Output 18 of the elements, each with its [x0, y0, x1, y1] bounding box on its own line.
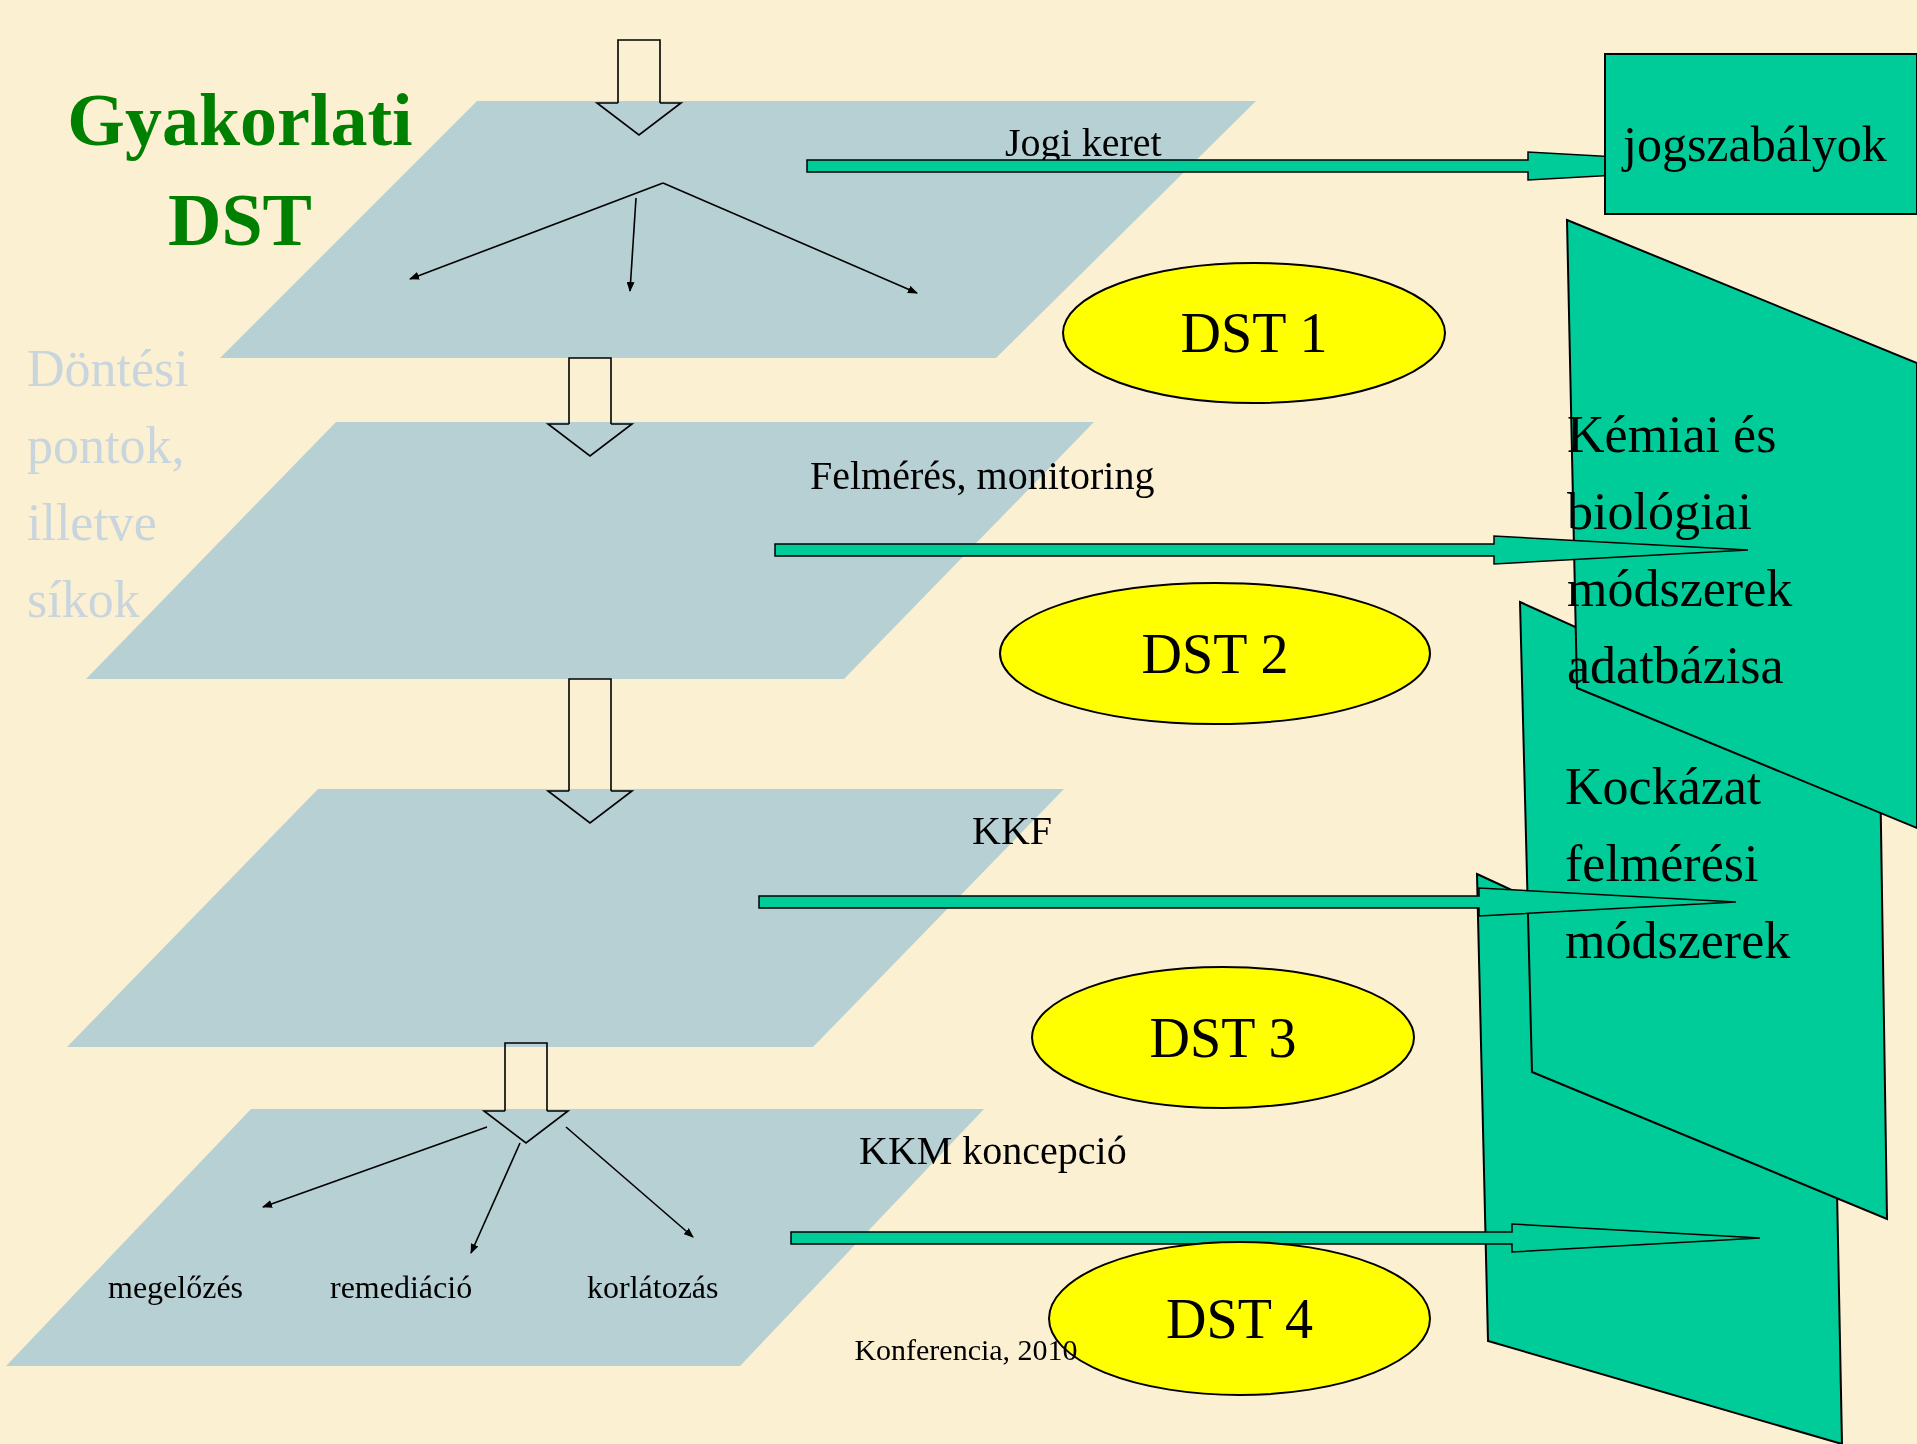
arrow: [470, 1142, 521, 1254]
ellipse-label: DST 3: [1148, 1005, 1298, 1071]
arrow: [565, 1126, 694, 1238]
ellipse-label: DST 2: [1140, 621, 1290, 687]
plane-label: KKF: [972, 807, 1053, 854]
action-label: remediáció: [330, 1269, 473, 1306]
plane-label: KKM koncepció: [859, 1127, 1127, 1174]
title: Gyakorlati DST: [66, 78, 414, 263]
block-arrow: [790, 1223, 1761, 1253]
block-arrow: [774, 535, 1749, 565]
arrow: [262, 1126, 488, 1208]
action-label: korlátozás: [587, 1269, 719, 1306]
ellipse-label: DST 1: [1179, 301, 1329, 366]
action-label: megelőzés: [108, 1269, 244, 1306]
block-arrow: [758, 887, 1737, 917]
panel-text: Kockázat felmérési módszerek: [1565, 757, 1792, 971]
plane-label: Felmérés, monitoring: [810, 452, 1155, 499]
panel-text: jogszabályok: [1623, 115, 1888, 174]
